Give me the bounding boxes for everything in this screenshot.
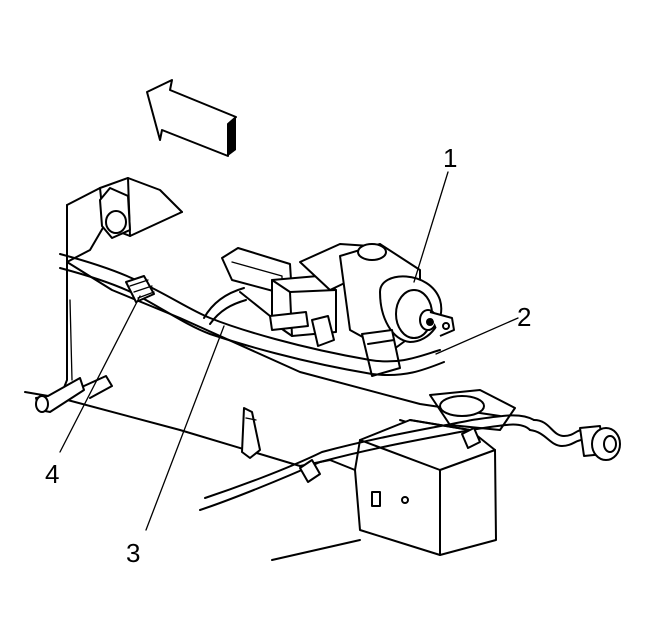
air-compressor — [221, 243, 455, 377]
rail-bolt — [35, 375, 113, 413]
callout-4: 4 — [45, 459, 60, 489]
callout-1: 1 — [443, 143, 458, 173]
leader-lines — [59, 171, 519, 531]
callout-2: 2 — [517, 302, 532, 332]
cross-member — [271, 389, 516, 561]
wiring-harness — [59, 253, 621, 511]
direction-arrow-icon — [146, 79, 237, 157]
mount-bracket — [99, 187, 131, 239]
callout-3: 3 — [126, 538, 141, 568]
